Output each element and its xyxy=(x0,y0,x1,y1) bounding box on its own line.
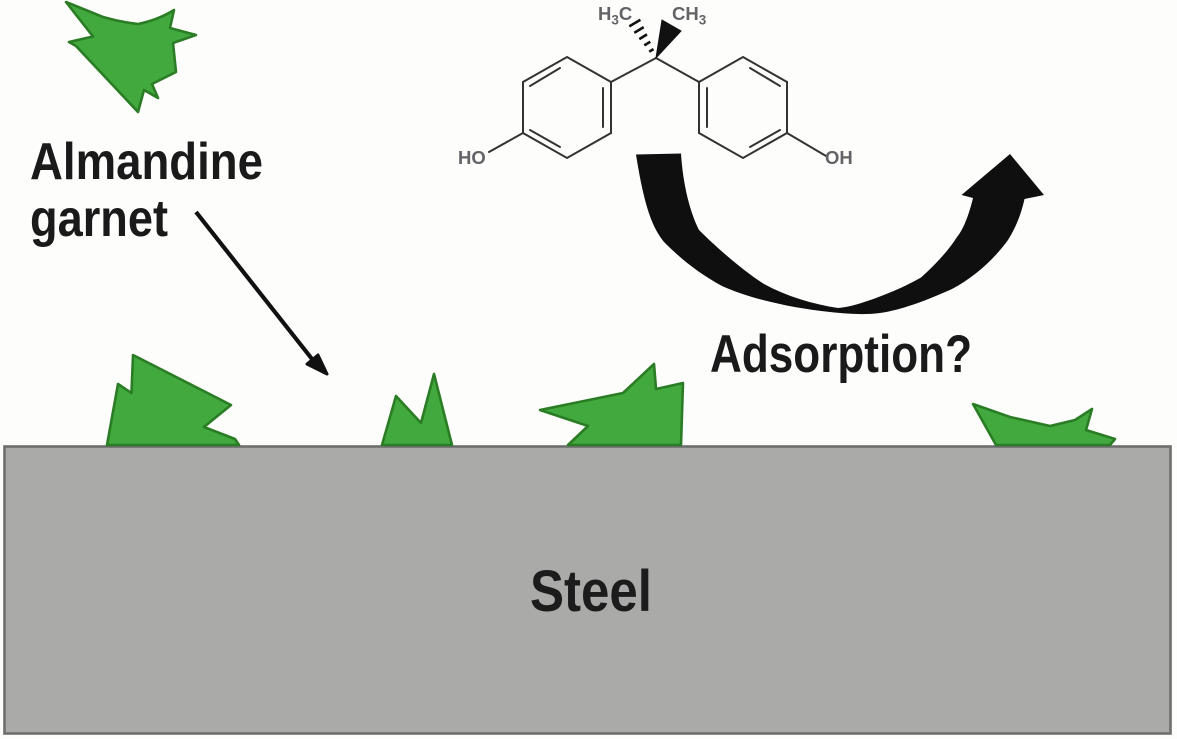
svg-text:garnet: garnet xyxy=(30,190,168,248)
svg-text:Almandine: Almandine xyxy=(30,133,263,191)
svg-text:Adsorption?: Adsorption? xyxy=(710,325,972,384)
svg-text:OH: OH xyxy=(825,147,853,168)
svg-text:HO: HO xyxy=(458,147,486,168)
svg-text:Steel: Steel xyxy=(530,559,652,624)
